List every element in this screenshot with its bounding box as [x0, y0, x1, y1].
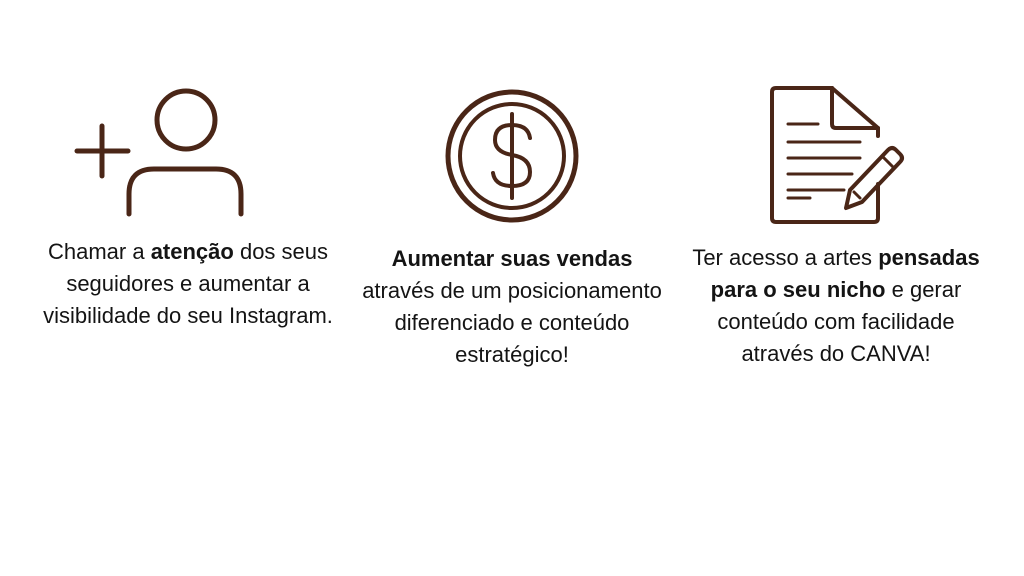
- text-part-bold: Aumentar suas vendas: [391, 246, 633, 271]
- text-part: Chamar a: [47, 239, 151, 264]
- dollar-coin-icon: [444, 88, 580, 229]
- feature-sales-text: Aumentar suas vendas através de um posic…: [362, 243, 662, 371]
- feature-canva-text: Ter acesso a artes pensadas para o seu n…: [686, 242, 986, 370]
- add-user-icon: [74, 86, 249, 226]
- feature-attention-text: Chamar a atenção dos seus seguidores e a…: [38, 236, 338, 332]
- document-pencil-icon: [770, 86, 906, 231]
- text-part-bold: atenção: [150, 239, 234, 264]
- text-part-bold: pensadas para o seu nicho: [710, 245, 980, 302]
- text-part: dos seus seguidores e aumentar a visibil…: [43, 239, 333, 328]
- text-part: Ter acesso a artes: [692, 245, 879, 270]
- text-part: através de um posicionamento diferenciad…: [362, 278, 662, 367]
- text-part: e gerar conteúdo com facilidade através …: [717, 277, 962, 366]
